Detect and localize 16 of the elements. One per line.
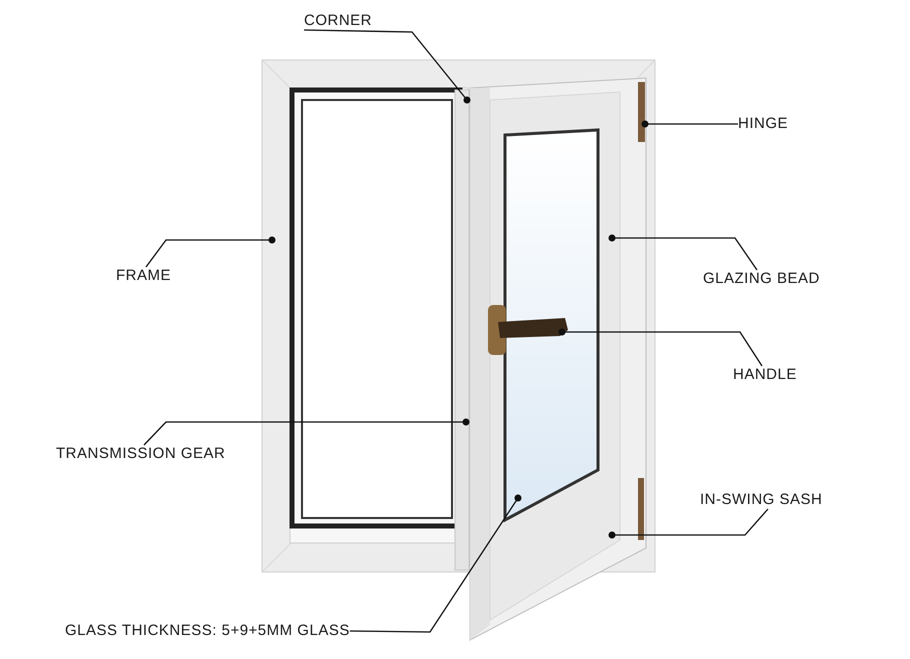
leader-line — [558, 328, 763, 366]
part-label: CORNER — [304, 12, 372, 30]
leader-line — [145, 236, 276, 268]
leader-line — [608, 508, 768, 538]
part-label: TRANSMISSION GEAR — [56, 445, 226, 463]
leader-line — [304, 29, 470, 104]
part-label: GLASS THICKNESS: 5+9+5MM GLASS — [65, 622, 350, 640]
part-label: FRAME — [116, 267, 171, 285]
leader-line — [144, 418, 470, 446]
part-label: HINGE — [738, 115, 788, 133]
part-label: GLAZING BEAD — [703, 270, 820, 288]
part-label: IN-SWING SASH — [700, 491, 822, 509]
leader-line — [350, 494, 522, 633]
leader-line — [642, 120, 738, 128]
leader-line — [608, 234, 758, 270]
part-label: HANDLE — [733, 366, 797, 384]
